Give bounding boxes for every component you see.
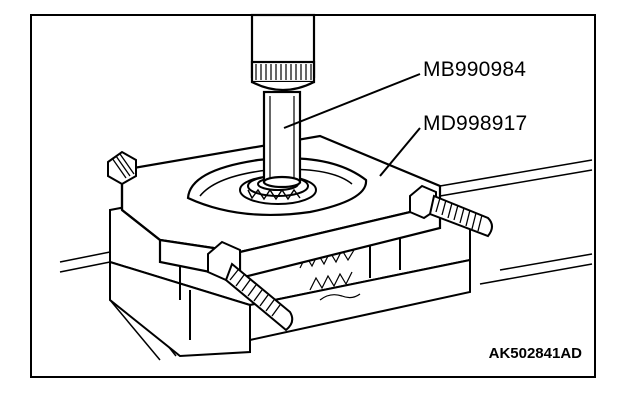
press-tool-body [250,13,316,189]
workbench-rails [59,159,593,361]
callout-label-plate: MD998917 [423,112,528,135]
right-bolt [409,184,493,238]
left-bolt [107,150,137,186]
callout-label-tool: MB990984 [423,58,527,81]
figure-code: AK502841AD [488,345,582,362]
leader-lines [283,73,421,177]
front-bolt [207,240,294,332]
